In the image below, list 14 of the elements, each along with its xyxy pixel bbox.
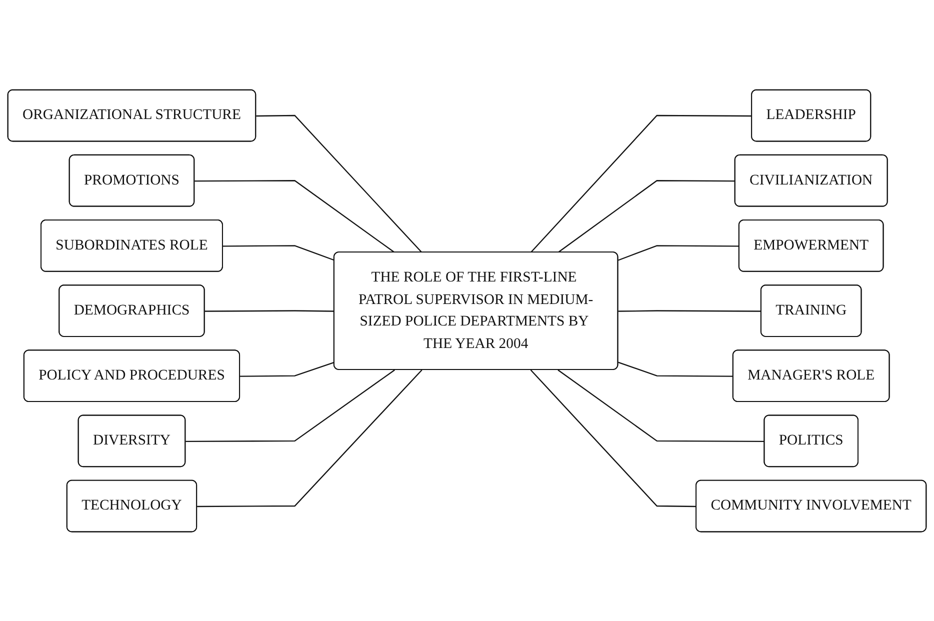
connector [558, 180, 736, 253]
connector [222, 244, 335, 261]
connector [240, 361, 335, 377]
connector [256, 114, 422, 253]
connector [197, 369, 422, 507]
connector [204, 310, 334, 312]
connector [194, 180, 395, 253]
connector [558, 369, 765, 442]
connector [530, 369, 697, 507]
connector [186, 369, 395, 442]
connector [530, 114, 752, 253]
connector [618, 361, 734, 377]
connector [618, 244, 740, 261]
connector [618, 310, 762, 312]
